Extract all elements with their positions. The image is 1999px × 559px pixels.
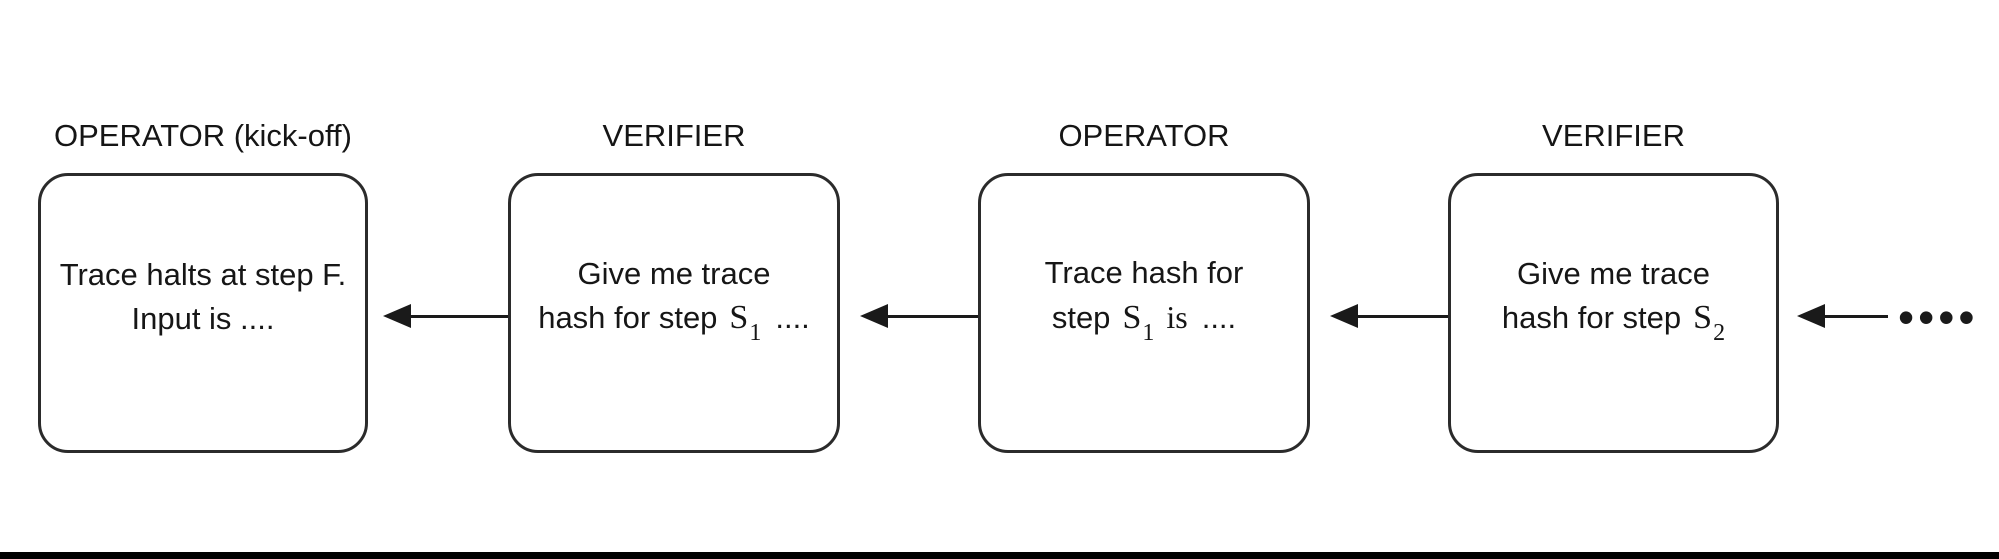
arrow-head-left-icon <box>860 304 888 328</box>
node-message: Give me trace hash for step S1.... <box>538 252 810 346</box>
message-line-2-text: step <box>1051 300 1111 335</box>
role-label-operator: OPERATOR <box>1058 118 1230 153</box>
message-line-1: Give me trace <box>1517 255 1710 291</box>
arrow-head-left-icon <box>1330 304 1358 328</box>
node-verifier-1: Give me trace hash for step S1.... <box>508 173 840 453</box>
arrow-shaft <box>1352 314 1448 318</box>
message-line-2-text: hash for step <box>538 299 718 335</box>
message-line-2: Input is .... <box>131 301 275 336</box>
node-message: Trace halts at step F. Input is .... <box>60 253 347 341</box>
arrow-shaft <box>882 314 978 318</box>
node-message: Trace hash for step S1 is.... <box>1044 251 1244 346</box>
node-operator: Trace hash for step S1 is.... <box>978 173 1310 453</box>
message-is-text: is <box>1166 299 1188 335</box>
step-symbol: S <box>1122 299 1142 336</box>
arrow-continuation-to-verifier2-icon <box>1797 304 1888 328</box>
step-symbol: S <box>729 298 749 336</box>
arrow-shaft <box>405 314 508 318</box>
node-message: Give me trace hash for step S2 <box>1501 252 1726 346</box>
role-label-verifier-2: VERIFIER <box>1542 118 1685 153</box>
step-symbol-subscript: 2 <box>1713 319 1726 346</box>
bottom-divider <box>0 552 1999 559</box>
message-line-1: Give me trace <box>577 255 771 291</box>
message-ellipsis-text: .... <box>775 299 810 335</box>
arrow-verifier2-to-operator-icon <box>1330 304 1448 328</box>
message-line-2: hash for step S2 <box>1501 296 1726 346</box>
message-line-1: Trace halts at step F. <box>59 257 347 292</box>
step-symbol-subscript: 1 <box>749 319 762 346</box>
step-symbol: S <box>1693 298 1713 336</box>
role-label-operator-kickoff: OPERATOR (kick-off) <box>54 118 352 153</box>
arrow-head-left-icon <box>383 304 411 328</box>
message-line-2: step S1 is.... <box>1045 295 1244 346</box>
message-ellipsis-text: .... <box>1201 300 1237 335</box>
message-line-1: Trace hash for <box>1044 255 1244 290</box>
continuation-ellipsis-icon: •••• <box>1898 291 1979 343</box>
step-symbol-subscript: 1 <box>1142 320 1155 346</box>
arrow-head-left-icon <box>1797 304 1825 328</box>
arrow-shaft <box>1819 314 1888 318</box>
message-line-2: hash for step S1.... <box>538 296 810 346</box>
arrow-operator-to-verifier1-icon <box>860 304 978 328</box>
role-label-verifier-1: VERIFIER <box>602 118 746 153</box>
node-verifier-2: Give me trace hash for step S2 <box>1448 173 1779 453</box>
arrow-verifier1-to-operator-kickoff-icon <box>383 304 508 328</box>
message-line-2-text: hash for step <box>1501 299 1682 335</box>
node-operator-kickoff: Trace halts at step F. Input is .... <box>38 173 368 453</box>
